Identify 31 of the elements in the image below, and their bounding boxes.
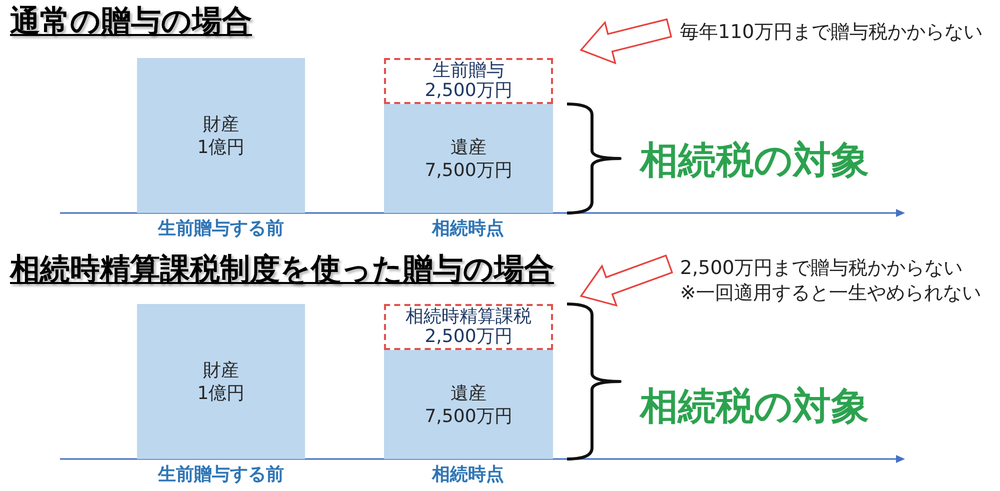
note-text: ※一回適用すると一生やめられない [680,281,981,306]
amount-label: 2,500万円 [424,81,512,101]
bracket-label: 相続税の対象 [640,384,869,428]
axis-label: 相続時点 [432,463,504,487]
box-label: 生前贈与 [432,61,504,81]
axis-label: 生前贈与する前 [158,463,284,487]
box-label: 相続時精算課税 [406,307,532,327]
amount-label: 7,500万円 [424,404,512,428]
box-label: 遺産 [450,382,486,404]
asset-bar [384,350,553,459]
block-arrow [580,254,674,307]
asset-bar [137,304,305,459]
asset-bar [137,58,305,213]
block-arrow [580,18,672,64]
box-label: 遺産 [450,136,486,158]
bracket-label: 相続税の対象 [640,138,869,182]
note-text: 2,500万円まで贈与税かからない [680,256,964,281]
amount-label: 7,500万円 [424,158,512,182]
box-label: 財産 [203,358,239,382]
section-heading: 通常の贈与の場合 [10,4,252,40]
asset-bar [384,104,553,213]
axis-label: 相続時点 [432,217,504,241]
section-heading: 相続時精算課税制度を使った贈与の場合 [10,252,554,288]
dashed-box [384,58,553,104]
amount-label: 2,500万円 [424,327,512,347]
box-label: 財産 [203,112,239,136]
note-text: 毎年110万円まで贈与税かからない [680,20,982,45]
amount-label: 1億円 [197,382,245,404]
amount-label: 1億円 [197,136,245,158]
dashed-box [384,304,553,350]
axis-label: 生前贈与する前 [158,217,284,241]
